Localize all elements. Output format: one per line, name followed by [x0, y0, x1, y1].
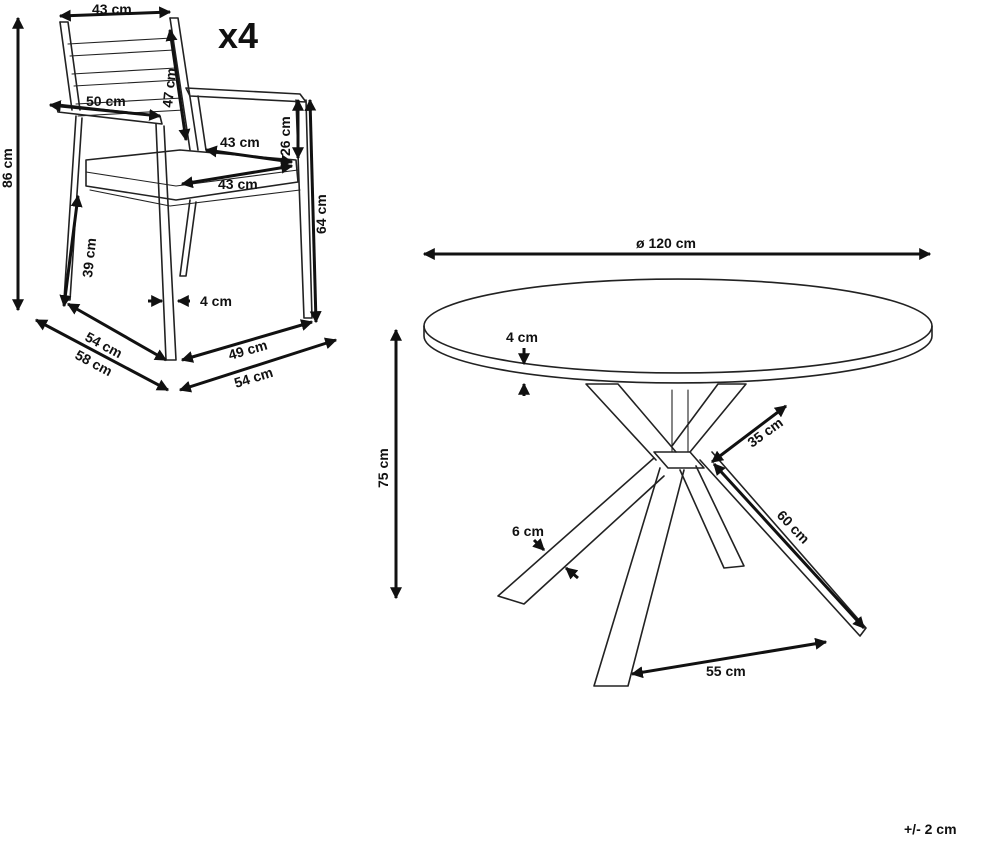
- table-drawing: [423, 278, 933, 687]
- table-dimension-labels: ø 120 cm 4 cm 75 cm 35 cm 60 cm 6 cm 55 …: [375, 235, 813, 679]
- label-leg-offset: 35 cm: [744, 414, 786, 450]
- label-seat-height: 39 cm: [79, 237, 99, 278]
- dim-arm-height: [304, 98, 322, 324]
- dim-arm-width: [48, 100, 162, 121]
- label-table-height: 75 cm: [375, 448, 391, 488]
- label-foot-spacing: 55 cm: [706, 663, 746, 679]
- label-back-width: 43 cm: [92, 1, 132, 17]
- dim-back-height: [165, 28, 191, 142]
- dim-seat-width: [180, 161, 294, 189]
- label-leg-length: 60 cm: [774, 507, 813, 547]
- label-inner-seat-width: 43 cm: [220, 134, 260, 150]
- label-arm-height: 64 cm: [313, 194, 329, 234]
- dim-total-width: [178, 337, 338, 393]
- dim-leg-length: [712, 462, 866, 630]
- label-top-thickness: 4 cm: [506, 329, 538, 345]
- dim-back-width: [58, 6, 172, 22]
- dim-leg-offset: [711, 404, 787, 464]
- label-leg-thickness: 4 cm: [200, 293, 232, 309]
- quantity-label: x4: [218, 15, 258, 56]
- dim-total-depth: [34, 318, 170, 392]
- label-armrest-height: 26 cm: [277, 116, 293, 156]
- label-leg-spacing: 49 cm: [226, 337, 269, 363]
- dim-foot-spacing: [630, 637, 828, 679]
- label-total-height: 86 cm: [0, 148, 15, 188]
- label-seat-width: 43 cm: [218, 176, 258, 192]
- tolerance-note: +/- 2 cm: [904, 821, 957, 837]
- label-table-diameter: ø 120 cm: [636, 235, 696, 251]
- chair-drawing: [55, 17, 313, 361]
- dim-leg-thickness-b: [565, 566, 579, 580]
- dim-leg-thickness-a: [532, 538, 546, 552]
- label-back-height: 47 cm: [159, 67, 179, 108]
- dim-inner-seat-width: [204, 145, 294, 167]
- chair-dimension-lines: [11, 6, 338, 393]
- dim-seat-height: [59, 194, 83, 308]
- label-arm-width: 50 cm: [86, 93, 126, 109]
- table-dimension-lines: [390, 248, 932, 679]
- label-leg-thickness: 6 cm: [512, 523, 544, 539]
